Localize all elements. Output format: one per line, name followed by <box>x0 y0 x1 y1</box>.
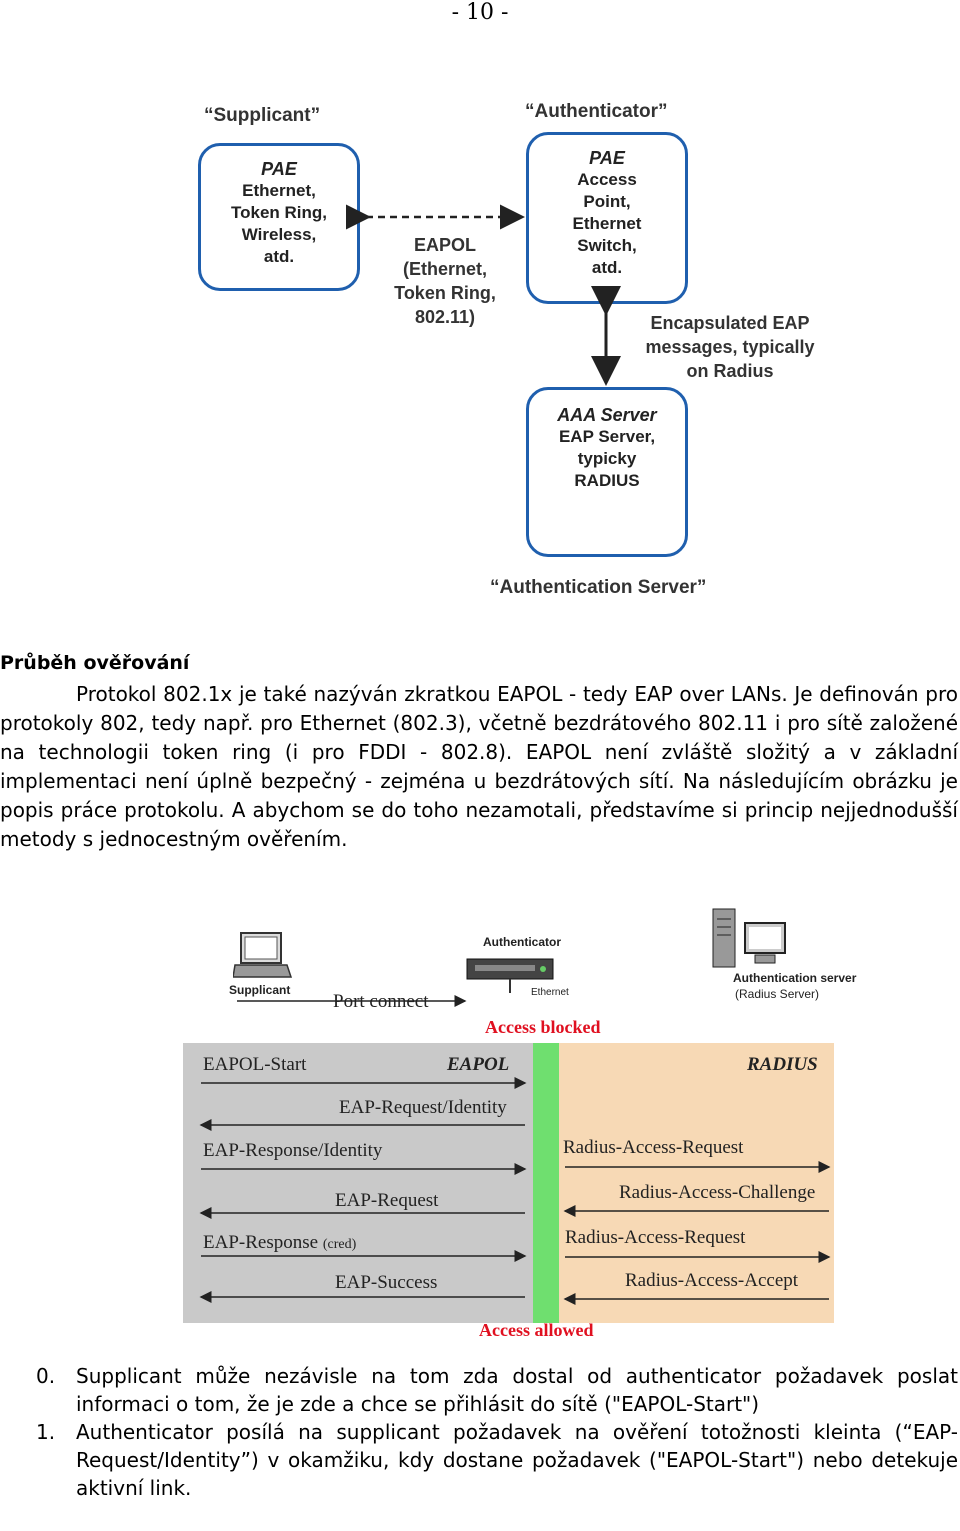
authenticator-box-line: atd. <box>591 258 623 277</box>
laptop-icon <box>233 932 293 978</box>
eapol-caption: EAPOL (Ethernet, Token Ring, 802.11) <box>380 233 510 329</box>
supplicant-label: “Supplicant” <box>204 105 321 126</box>
sequence-arrows <box>199 995 831 1305</box>
authenticator-label: “Authenticator” <box>525 101 668 122</box>
paragraph-text: Protokol 802.1x je také nazýván zkratkou… <box>0 682 958 851</box>
msg-eap-request: EAP-Request <box>335 1190 439 1211</box>
auth-server-caption: Authentication server <box>733 971 857 985</box>
ethernet-caption: Ethernet <box>531 987 569 998</box>
authentication-server-label: “Authentication Server” <box>490 577 707 598</box>
eapol-caption-line: 802.11) <box>414 307 476 327</box>
list-item: 0. Supplicant může nezávisle na tom zda … <box>36 1362 958 1418</box>
supplicant-caption: Supplicant <box>229 983 291 997</box>
list-item-text: Authenticator posílá na supplicant požad… <box>76 1420 958 1500</box>
diagram-arrows <box>346 204 621 386</box>
cred-note: (cred) <box>322 1237 357 1252</box>
section-heading: Průběh ověřování <box>0 652 190 674</box>
eapol-caption-line: EAPOL <box>413 235 476 255</box>
steps-list: 0. Supplicant může nezávisle na tom zda … <box>36 1362 958 1502</box>
encap-caption-line: on Radius <box>686 361 774 381</box>
list-item-number: 0. <box>36 1364 56 1388</box>
supplicant-box-line: Wireless, <box>241 225 317 244</box>
authenticator-caption: Authenticator <box>483 935 561 949</box>
radius-server-caption: (Radius Server) <box>735 987 820 1001</box>
eapol-architecture-diagram: “Supplicant” “Authenticator” PAE Etherne… <box>190 95 870 615</box>
authenticator-box: PAE Access Point, Ethernet Switch, atd. <box>526 132 688 304</box>
eapol-caption-line: (Ethernet, <box>402 259 487 279</box>
msg-eap-response: EAP-Response (cred) <box>203 1232 356 1254</box>
port-divider <box>533 1043 559 1323</box>
msg-radius-access-request: Radius-Access-Request <box>563 1137 744 1158</box>
msg-eap-success: EAP-Success <box>335 1272 438 1293</box>
encapsulated-caption: Encapsulated EAP messages, typically on … <box>630 311 830 383</box>
encap-caption-line: Encapsulated EAP <box>650 313 810 333</box>
authenticator-box-title: PAE <box>589 148 625 168</box>
eapol-lane <box>183 1043 533 1323</box>
authenticator-box-line: Access <box>577 170 637 189</box>
supplicant-box: PAE Ethernet, Token Ring, Wireless, atd. <box>198 143 360 291</box>
eap-sequence-diagram: Supplicant Authenticator Ethernet Authen… <box>165 903 865 1348</box>
aaa-server-box-line: typicky <box>577 449 637 468</box>
list-item-text: Supplicant může nezávisle na tom zda dos… <box>76 1364 958 1416</box>
server-icon <box>712 908 786 968</box>
authenticator-box-line: Switch, <box>577 236 637 255</box>
msg-radius-access-challenge: Radius-Access-Challenge <box>619 1182 816 1203</box>
aaa-server-box: AAA Server EAP Server, typicky RADIUS <box>526 387 688 557</box>
switch-icon <box>466 958 554 993</box>
eapol-caption-line: Token Ring, <box>394 283 496 303</box>
encap-caption-line: messages, typically <box>645 337 815 357</box>
aaa-server-box-line: RADIUS <box>574 471 640 490</box>
authenticator-box-line: Ethernet <box>572 214 642 233</box>
radius-lane-title: RADIUS <box>747 1054 818 1075</box>
aaa-server-box-title: AAA Server <box>557 405 657 425</box>
page-number: - 10 - <box>451 0 509 25</box>
msg-radius-access-request-2: Radius-Access-Request <box>565 1227 746 1248</box>
access-blocked-label: Access blocked <box>485 1017 601 1037</box>
authenticator-box-line: Point, <box>583 192 631 211</box>
msg-eap-response-identity: EAP-Response/Identity <box>203 1140 383 1161</box>
msg-eapol-start: EAPOL-Start <box>203 1054 307 1075</box>
supplicant-box-line: atd. <box>263 247 295 266</box>
list-item-number: 1. <box>36 1420 56 1444</box>
msg-eap-request-identity: EAP-Request/Identity <box>339 1097 507 1118</box>
supplicant-box-line: Ethernet, <box>242 181 316 200</box>
body-paragraph: Protokol 802.1x je také nazýván zkratkou… <box>0 680 958 854</box>
supplicant-box-title: PAE <box>261 159 297 179</box>
msg-radius-access-accept: Radius-Access-Accept <box>625 1270 799 1291</box>
aaa-server-box-line: EAP Server, <box>558 427 656 446</box>
supplicant-box-line: Token Ring, <box>230 203 327 222</box>
list-item: 1. Authenticator posílá na supplicant po… <box>36 1418 958 1502</box>
eapol-lane-title: EAPOL <box>447 1054 510 1075</box>
radius-lane <box>559 1043 834 1323</box>
access-allowed-label: Access allowed <box>479 1320 594 1340</box>
msg-eap-response-text: EAP-Response <box>203 1232 319 1253</box>
